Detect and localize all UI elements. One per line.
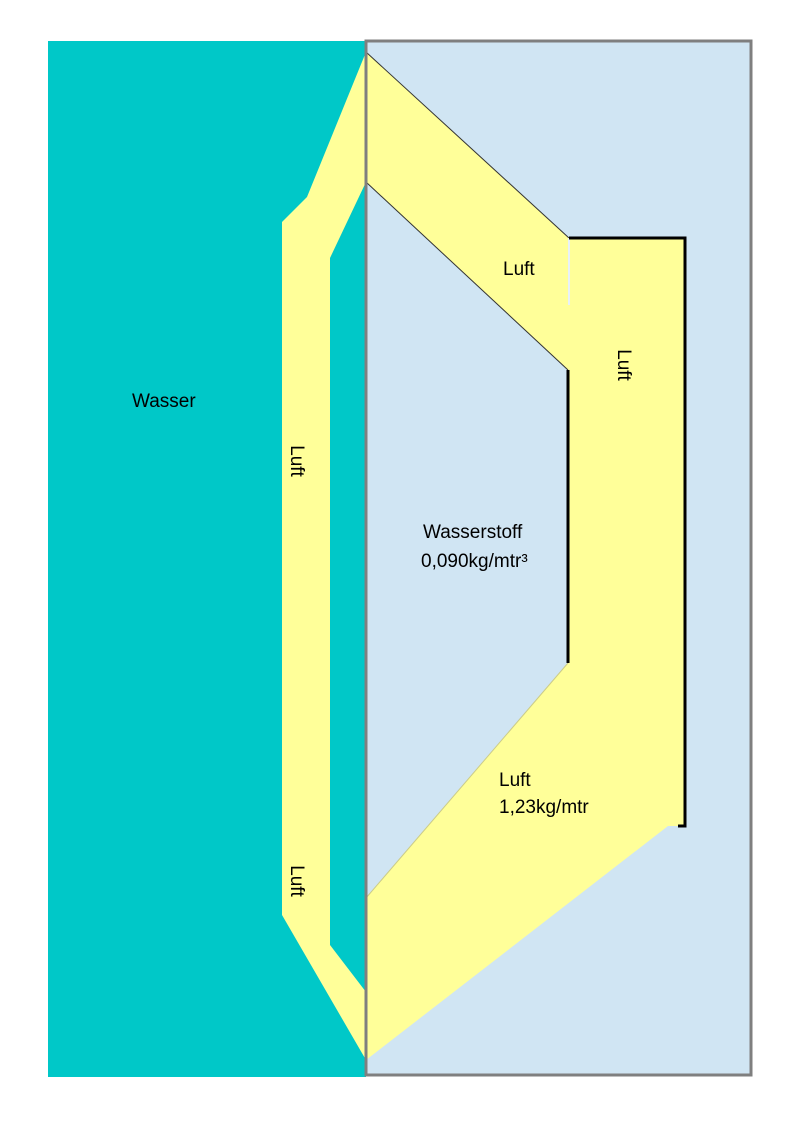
label-luft-bottom-density: 1,23kg/mtr [499,797,589,818]
air-band-main [366,52,685,1060]
label-luft-right: Luft [613,349,634,381]
water-slit [330,182,366,992]
wall-right [569,236,687,828]
air-edge-top-outer [365,51,570,239]
label-wasserstoff-name: Wasserstoff [423,522,523,543]
air-edge-bottom-inner [365,662,569,899]
air-edge-top-inner [365,181,569,371]
label-wasser: Wasser [132,391,196,412]
label-wasserstoff-density: 0,090kg/mtr³ [421,551,528,572]
container-frame [364,39,753,1077]
label-luft-left-upper: Luft [286,445,307,477]
label-luft-top: Luft [503,259,535,280]
label-luft-left-lower: Luft [286,865,307,897]
label-luft-bottom-name: Luft [499,770,531,791]
